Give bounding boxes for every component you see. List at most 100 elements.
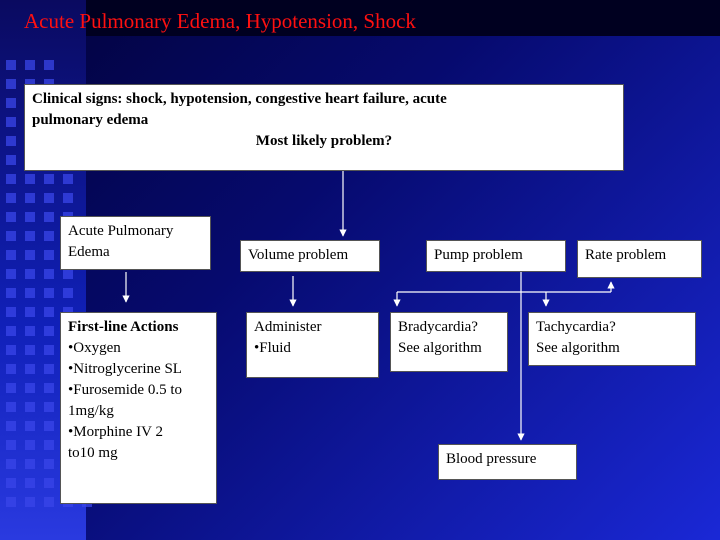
bradycardia-box: Bradycardia? See algorithm (390, 312, 508, 372)
decor-square (6, 250, 16, 260)
pump-problem-label: Pump problem (434, 247, 523, 263)
decor-square (6, 98, 16, 108)
decor-square (6, 478, 16, 488)
decor-square (6, 193, 16, 203)
decor-square (6, 364, 16, 374)
decor-square (6, 345, 16, 355)
decor-square (25, 497, 35, 507)
decor-square (25, 364, 35, 374)
administer-label: Administer (254, 319, 322, 335)
decor-square (25, 307, 35, 317)
rate-problem-label: Rate problem (585, 247, 667, 263)
decor-square (6, 136, 16, 146)
decor-square (25, 193, 35, 203)
decor-square (44, 193, 54, 203)
decor-square (44, 60, 54, 70)
blood-pressure-box: Blood pressure (438, 444, 577, 480)
decor-square (44, 174, 54, 184)
decor-square (63, 193, 73, 203)
decor-square (44, 288, 54, 298)
decor-square (44, 326, 54, 336)
clinical-signs-line2: pulmonary edema (32, 112, 149, 128)
decor-square (25, 440, 35, 450)
rate-problem-box: Rate problem (577, 240, 702, 278)
decor-square (44, 250, 54, 260)
decor-square (25, 174, 35, 184)
action-item: •Furosemide 0.5 to (68, 382, 182, 398)
decor-square (44, 402, 54, 412)
decor-square (6, 326, 16, 336)
decor-square (6, 155, 16, 165)
pump-problem-box: Pump problem (426, 240, 566, 272)
decor-square (6, 497, 16, 507)
decor-square (44, 421, 54, 431)
decor-square (6, 307, 16, 317)
volume-problem-box: Volume problem (240, 240, 380, 272)
first-line-heading: First-line Actions (68, 319, 179, 335)
decor-square (6, 402, 16, 412)
action-item: •Nitroglycerine SL (68, 361, 182, 377)
decor-square (44, 459, 54, 469)
decor-square (6, 212, 16, 222)
decor-square (6, 269, 16, 279)
decor-square (25, 212, 35, 222)
decor-square (6, 459, 16, 469)
tachycardia-see-algorithm: See algorithm (536, 340, 620, 356)
decor-square (6, 231, 16, 241)
decor-square (25, 326, 35, 336)
acute-pulmonary-edema-box: Acute Pulmonary Edema (60, 216, 211, 270)
decor-square (25, 60, 35, 70)
decor-square (25, 421, 35, 431)
decor-square (44, 345, 54, 355)
volume-problem-label: Volume problem (248, 247, 349, 263)
top-decor-band (86, 0, 720, 36)
most-likely-problem-text: Most likely problem? (255, 133, 393, 149)
decor-square (25, 288, 35, 298)
clinical-signs-line1: Clinical signs: shock, hypotension, cong… (32, 91, 447, 107)
decor-square (6, 440, 16, 450)
tachycardia-box: Tachycardia? See algorithm (528, 312, 696, 366)
action-item: •Oxygen (68, 340, 121, 356)
action-item: •Morphine IV 2 (68, 424, 163, 440)
decor-square (63, 288, 73, 298)
decor-square (6, 79, 16, 89)
ape-line1: Acute Pulmonary (68, 223, 174, 239)
decor-square (25, 402, 35, 412)
decor-square (6, 60, 16, 70)
decor-square (63, 174, 73, 184)
first-line-actions-box: First-line Actions •Oxygen •Nitroglyceri… (60, 312, 217, 504)
tachycardia-label: Tachycardia? (536, 319, 616, 335)
decor-square (25, 383, 35, 393)
fluid-label: •Fluid (254, 340, 291, 356)
decor-square (44, 383, 54, 393)
decor-square (44, 440, 54, 450)
slide-title: Acute Pulmonary Edema, Hypotension, Shoc… (24, 9, 416, 33)
decor-square (6, 288, 16, 298)
decor-square (63, 269, 73, 279)
blood-pressure-label: Blood pressure (446, 451, 537, 467)
decor-square (6, 421, 16, 431)
decor-square (6, 117, 16, 127)
decor-square (25, 269, 35, 279)
action-item: 1mg/kg (68, 403, 114, 419)
decor-square (44, 364, 54, 374)
bradycardia-see-algorithm: See algorithm (398, 340, 482, 356)
decor-square (25, 478, 35, 488)
bradycardia-label: Bradycardia? (398, 319, 478, 335)
decor-square (25, 459, 35, 469)
decor-square (25, 231, 35, 241)
ape-line2: Edema (68, 244, 110, 260)
action-item: to10 mg (68, 445, 118, 461)
decor-square (25, 345, 35, 355)
decor-square (6, 174, 16, 184)
decor-square (44, 231, 54, 241)
decor-square (6, 383, 16, 393)
clinical-signs-box: Clinical signs: shock, hypotension, cong… (24, 84, 624, 171)
decor-square (44, 478, 54, 488)
decor-square (25, 250, 35, 260)
decor-square (44, 497, 54, 507)
decor-square (44, 269, 54, 279)
administer-fluid-box: Administer •Fluid (246, 312, 379, 378)
decor-square (44, 212, 54, 222)
